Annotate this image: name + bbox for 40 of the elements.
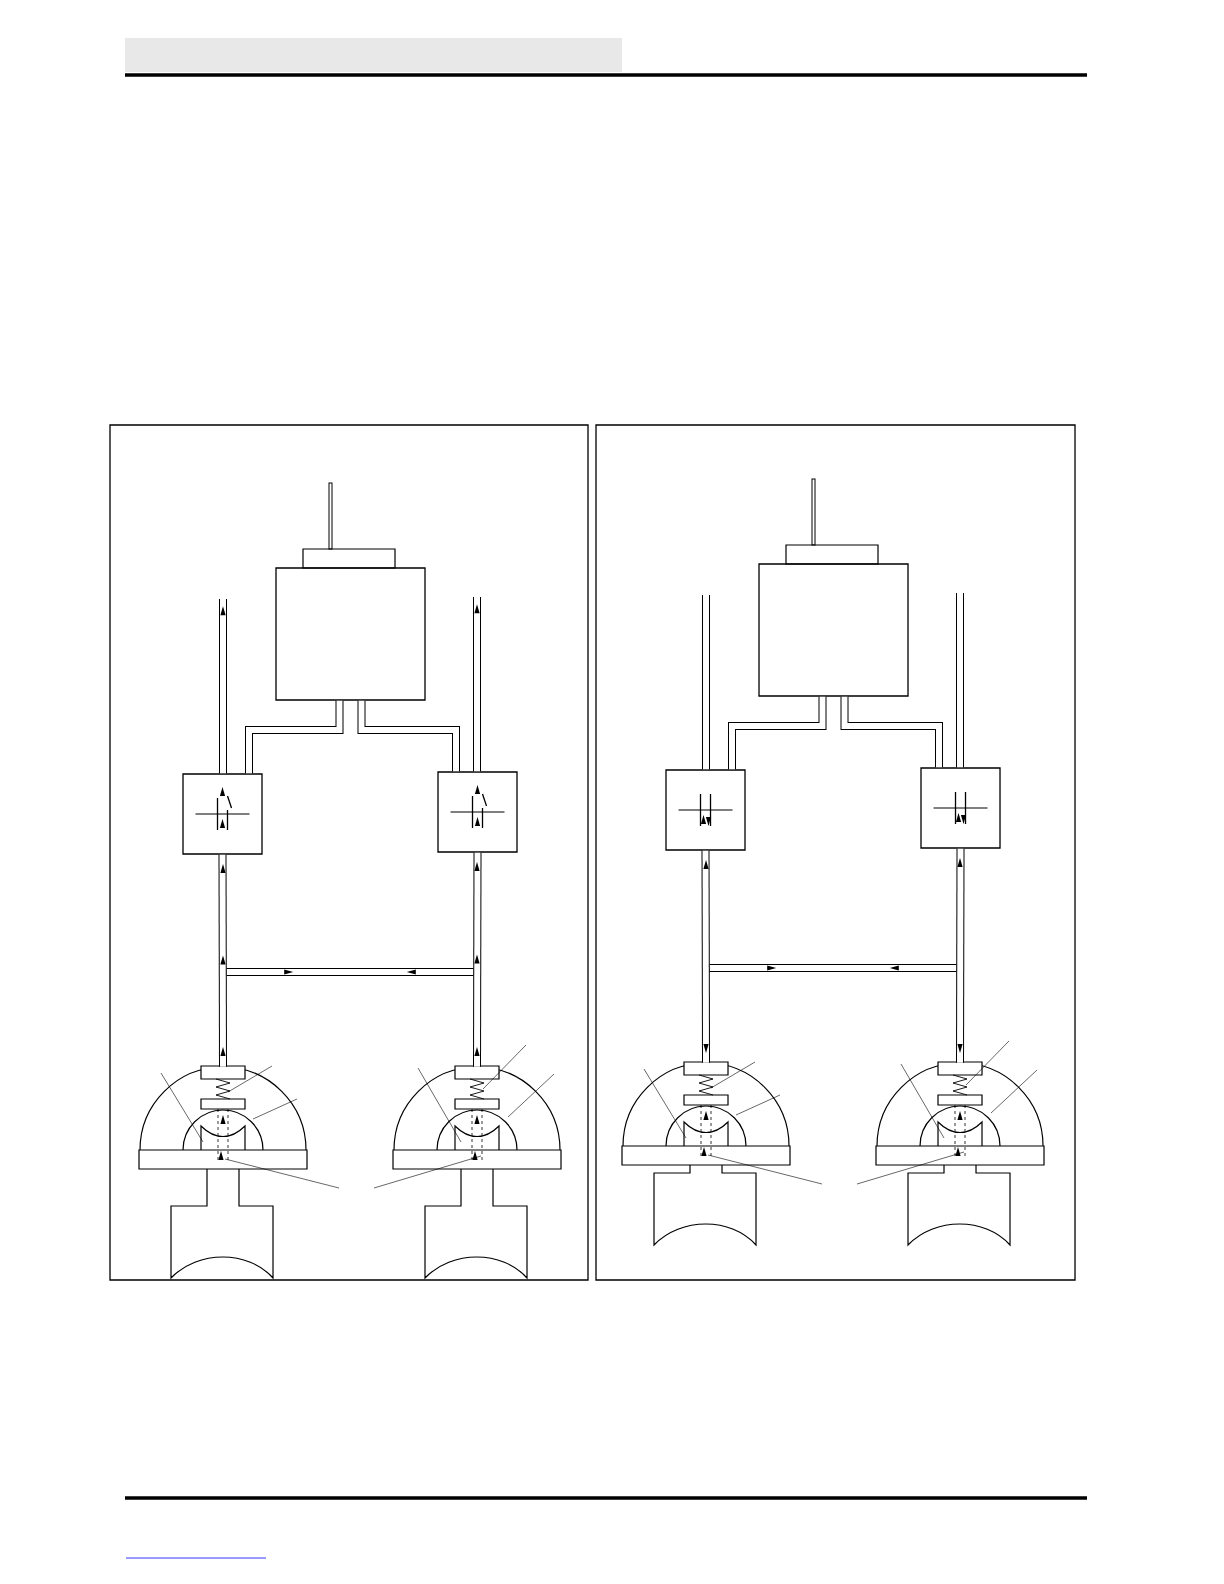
panel-frame [109, 424, 589, 1281]
brake-line [701, 850, 710, 1063]
leader-line [710, 1061, 756, 1089]
leader-line [160, 1072, 204, 1143]
leader-line [373, 1155, 482, 1189]
leader-line [507, 1073, 555, 1118]
leader-line [643, 1068, 687, 1139]
brake-line [728, 696, 827, 770]
brake-line [840, 696, 943, 768]
brake-line [245, 700, 344, 774]
leader-line [990, 1069, 1038, 1114]
brake-caliper [621, 1061, 791, 1166]
brake-line [702, 595, 710, 770]
leader-line [224, 1158, 340, 1189]
panel-frame [595, 424, 1076, 1281]
leader-line [227, 1065, 273, 1093]
leader-line [707, 1154, 823, 1185]
brake-line [473, 852, 482, 1067]
leader-line [735, 1094, 781, 1116]
brake-line [218, 854, 227, 1067]
leader-line [482, 1044, 527, 1090]
brake-line [219, 599, 227, 774]
leader-line [965, 1040, 1010, 1086]
leader-line [252, 1098, 298, 1120]
master-cylinder [758, 563, 909, 697]
leader-line [417, 1067, 462, 1143]
valve-box [437, 771, 518, 853]
brake-line [473, 597, 481, 772]
leader-line [900, 1063, 945, 1139]
valve-box [665, 769, 746, 851]
brake-line [357, 700, 460, 772]
valve-box [182, 773, 263, 855]
brake-caliper [392, 1065, 562, 1170]
leader-line [856, 1151, 965, 1185]
brake-line [956, 848, 965, 1063]
brake-caliper [875, 1061, 1045, 1166]
master-cylinder [275, 567, 426, 701]
brake-line [956, 593, 964, 768]
brake-caliper [138, 1065, 308, 1170]
valve-box [920, 767, 1001, 849]
